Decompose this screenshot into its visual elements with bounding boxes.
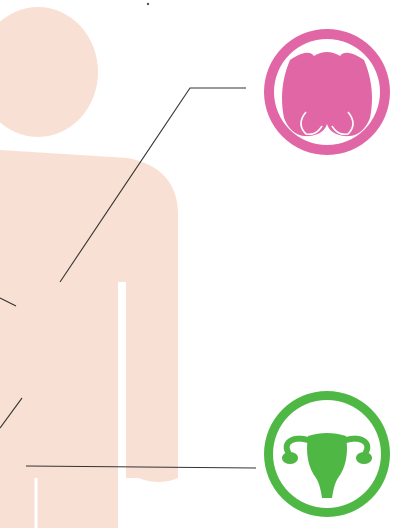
uterus-icon [264,391,390,517]
torso-shape [0,150,178,528]
head-shape [0,7,98,137]
uterus-icon-ovary-left [282,452,298,464]
breast-icon-shape [282,52,372,136]
breast-icon [264,29,390,155]
body-silhouette [0,7,178,528]
uterus-icon-ovary-right [356,452,372,464]
marker-dot [147,3,149,5]
